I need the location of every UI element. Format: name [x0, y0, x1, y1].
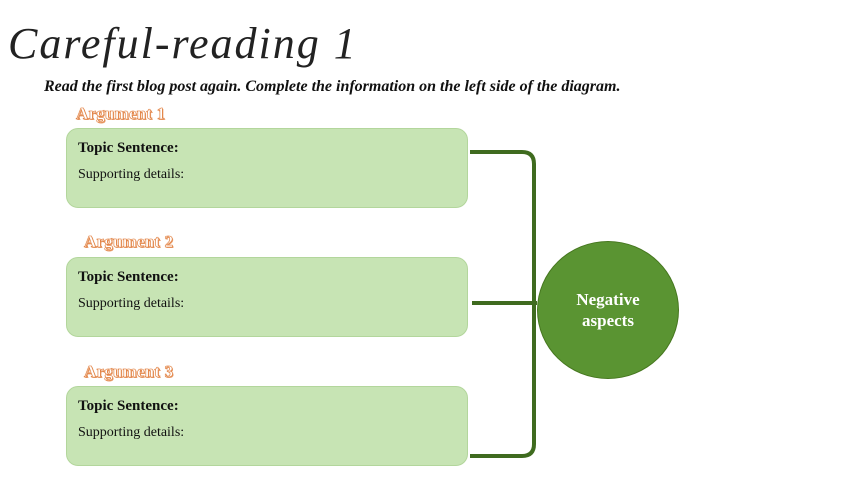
argument-1-box[interactable]: Topic Sentence: Supporting details:: [66, 128, 468, 208]
argument-2-topic-label: Topic Sentence:: [78, 269, 179, 285]
argument-1-topic-label: Topic Sentence:: [78, 140, 179, 156]
argument-3-label: Argument 3: [84, 362, 174, 382]
page-title: Careful-reading 1: [8, 19, 358, 68]
argument-2-support-label: Supporting details:: [78, 296, 185, 311]
argument-1-label: Argument 1: [76, 104, 166, 124]
negative-aspects-node: Negative aspects: [537, 241, 679, 379]
instruction-text: Read the first blog post again. Complete…: [44, 78, 621, 95]
argument-3-topic-label: Topic Sentence:: [78, 398, 179, 414]
argument-3-support-label: Supporting details:: [78, 425, 185, 440]
argument-3-box[interactable]: Topic Sentence: Supporting details:: [66, 386, 468, 466]
argument-2-label: Argument 2: [84, 232, 174, 252]
center-node-label: Negative aspects: [576, 290, 640, 330]
argument-1-support-label: Supporting details:: [78, 167, 185, 182]
argument-2-box[interactable]: Topic Sentence: Supporting details:: [66, 257, 468, 337]
